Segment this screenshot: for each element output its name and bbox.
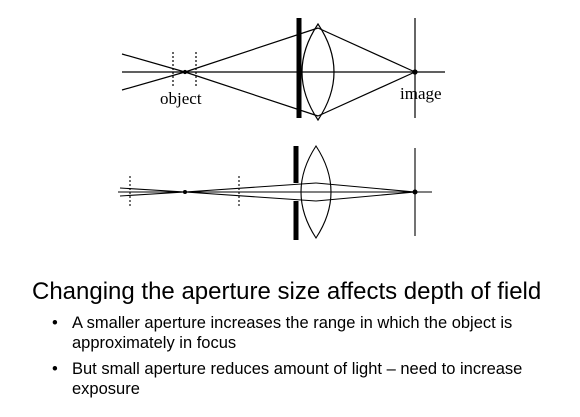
object-label: object	[160, 89, 202, 108]
bullet-dot: •	[52, 360, 58, 378]
lens	[300, 144, 332, 240]
bullet-text: A smaller aperture increases the range i…	[72, 314, 513, 352]
image-point	[412, 189, 418, 195]
image-point	[412, 69, 418, 75]
bullet-text: But small aperture reduces amount of lig…	[72, 360, 523, 398]
large-aperture-diagram	[121, 18, 445, 122]
ray-to-lens-bottom	[184, 191, 317, 202]
ray-to-lens-top	[184, 182, 317, 193]
bullet-item: • A smaller aperture increases the range…	[52, 313, 572, 353]
bullet-item: • But small aperture reduces amount of l…	[52, 359, 572, 399]
ray-to-image-bottom	[317, 71, 416, 117]
ray-to-image-bottom	[315, 191, 416, 202]
bullet-dot: •	[52, 314, 58, 332]
ray-to-lens-bottom	[184, 71, 319, 117]
object-focus-point	[182, 189, 188, 195]
incoming-ray-upper	[119, 187, 186, 193]
ray-to-image-top	[317, 27, 416, 73]
image-label: image	[400, 84, 442, 103]
incoming-ray-lower	[119, 191, 186, 197]
incoming-ray-upper	[121, 53, 186, 73]
incoming-ray-lower	[121, 71, 186, 91]
ray-to-lens-top	[184, 27, 319, 73]
slide-heading: Changing the aperture size affects depth…	[32, 278, 542, 305]
object-focus-point	[182, 69, 188, 75]
lens	[301, 22, 335, 122]
bullet-list: • A smaller aperture increases the range…	[52, 313, 572, 405]
aperture-diagram: object image	[118, 18, 445, 240]
ray-to-image-top	[315, 182, 416, 193]
small-aperture-diagram	[118, 144, 432, 240]
